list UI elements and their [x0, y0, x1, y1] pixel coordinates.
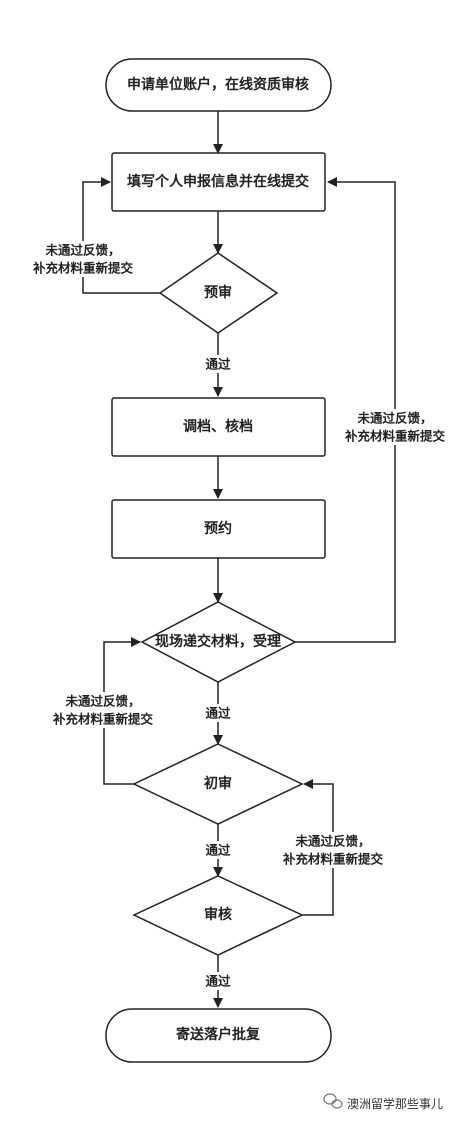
node-appointment-label: 预约 [204, 520, 232, 537]
wechat-icon [323, 1093, 343, 1109]
node-file-check-shape [111, 397, 326, 457]
edge-label-feedback-3-line1: 未通过反馈， [64, 694, 140, 709]
watermark-text: 澳洲留学那些事儿 [347, 1096, 443, 1111]
node-review-shape [132, 875, 304, 956]
watermark: 澳洲留学那些事儿 [323, 1093, 443, 1111]
node-fill-info-shape [111, 152, 326, 212]
node-first-review-shape [132, 743, 304, 825]
edge-label-feedback-3-line2: 补充材料重新提交 [52, 712, 154, 727]
edge-label-feedback-2-line1: 未通过反馈， [356, 411, 432, 426]
edge-label-pass-4: 通过 [205, 974, 231, 989]
node-mail-approval-shape [105, 1008, 332, 1063]
edge-label-feedback-2-line2: 补充材料重新提交 [344, 429, 446, 444]
edge-label-feedback-1-line1: 未通过反馈， [44, 243, 120, 258]
edge-label-feedback-4-line1: 未通过反馈， [294, 834, 370, 849]
edge-label-pass-2: 通过 [205, 706, 231, 721]
node-mail-approval-label: 寄送落户批复 [176, 1026, 261, 1043]
edge-label-feedback-1-line2: 补充材料重新提交 [32, 261, 134, 276]
node-onsite-submit-shape [140, 601, 297, 683]
node-onsite-submit-label: 现场递交材料，受理 [155, 633, 281, 650]
node-first-review-label: 初审 [204, 775, 232, 792]
edge-label-feedback-4-line2: 补充材料重新提交 [282, 852, 384, 867]
node-file-check-label: 调档、核档 [183, 418, 253, 435]
node-pre-review-label: 预审 [204, 284, 232, 301]
edge-label-pass-3: 通过 [205, 843, 231, 858]
node-appointment-shape [111, 499, 326, 559]
node-apply-account-shape [105, 58, 332, 112]
node-apply-account-label: 申请单位账户，在线资质审核 [127, 76, 309, 93]
node-pre-review-shape [158, 252, 279, 334]
arrow-prereview-feedback-loop [82, 177, 160, 294]
node-review-label: 审核 [204, 906, 232, 923]
node-fill-info-label: 填写个人申报信息并在线提交 [127, 173, 309, 190]
edge-label-pass-1: 通过 [205, 357, 231, 372]
